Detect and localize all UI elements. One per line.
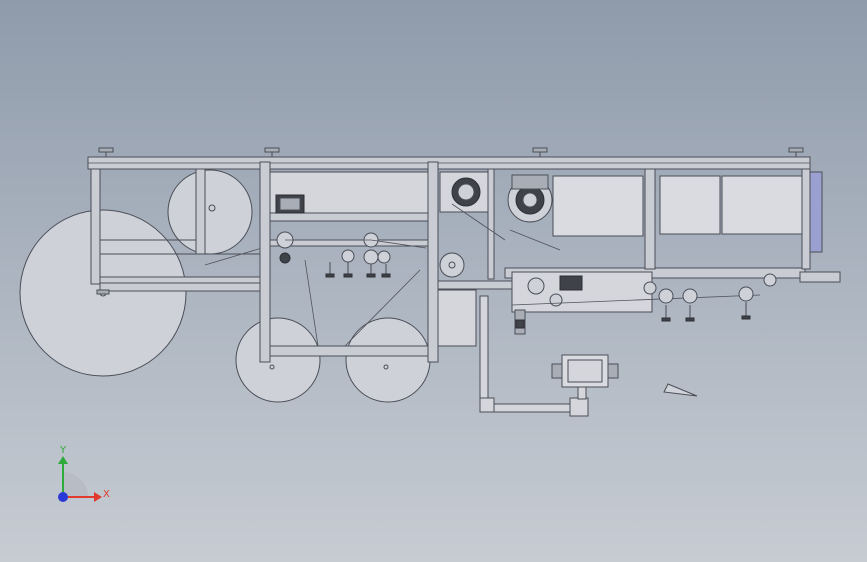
y-axis-arrow-icon (58, 456, 68, 464)
right-conveyor (511, 271, 841, 335)
drive-module-right (507, 174, 561, 251)
lower-roll-right (345, 317, 431, 403)
z-axis-dot-icon (58, 492, 68, 502)
central-roller-group (276, 231, 427, 278)
left-frame (90, 168, 263, 295)
unwind-roll-upper (167, 169, 253, 255)
coordinate-triad: Y X (58, 445, 110, 502)
lower-roll-left (235, 317, 321, 403)
control-box (551, 354, 619, 388)
view-triangle-marker (663, 383, 698, 397)
top-beam (87, 147, 811, 170)
x-axis-label: X (103, 489, 110, 500)
x-axis-arrow-icon (94, 492, 102, 502)
central-frame (259, 161, 477, 363)
drive-module-left (439, 168, 506, 280)
y-axis-label: Y (59, 445, 67, 456)
side-panel-accent (809, 171, 823, 253)
cabinet-group (552, 168, 823, 270)
pipe-run (479, 295, 589, 417)
